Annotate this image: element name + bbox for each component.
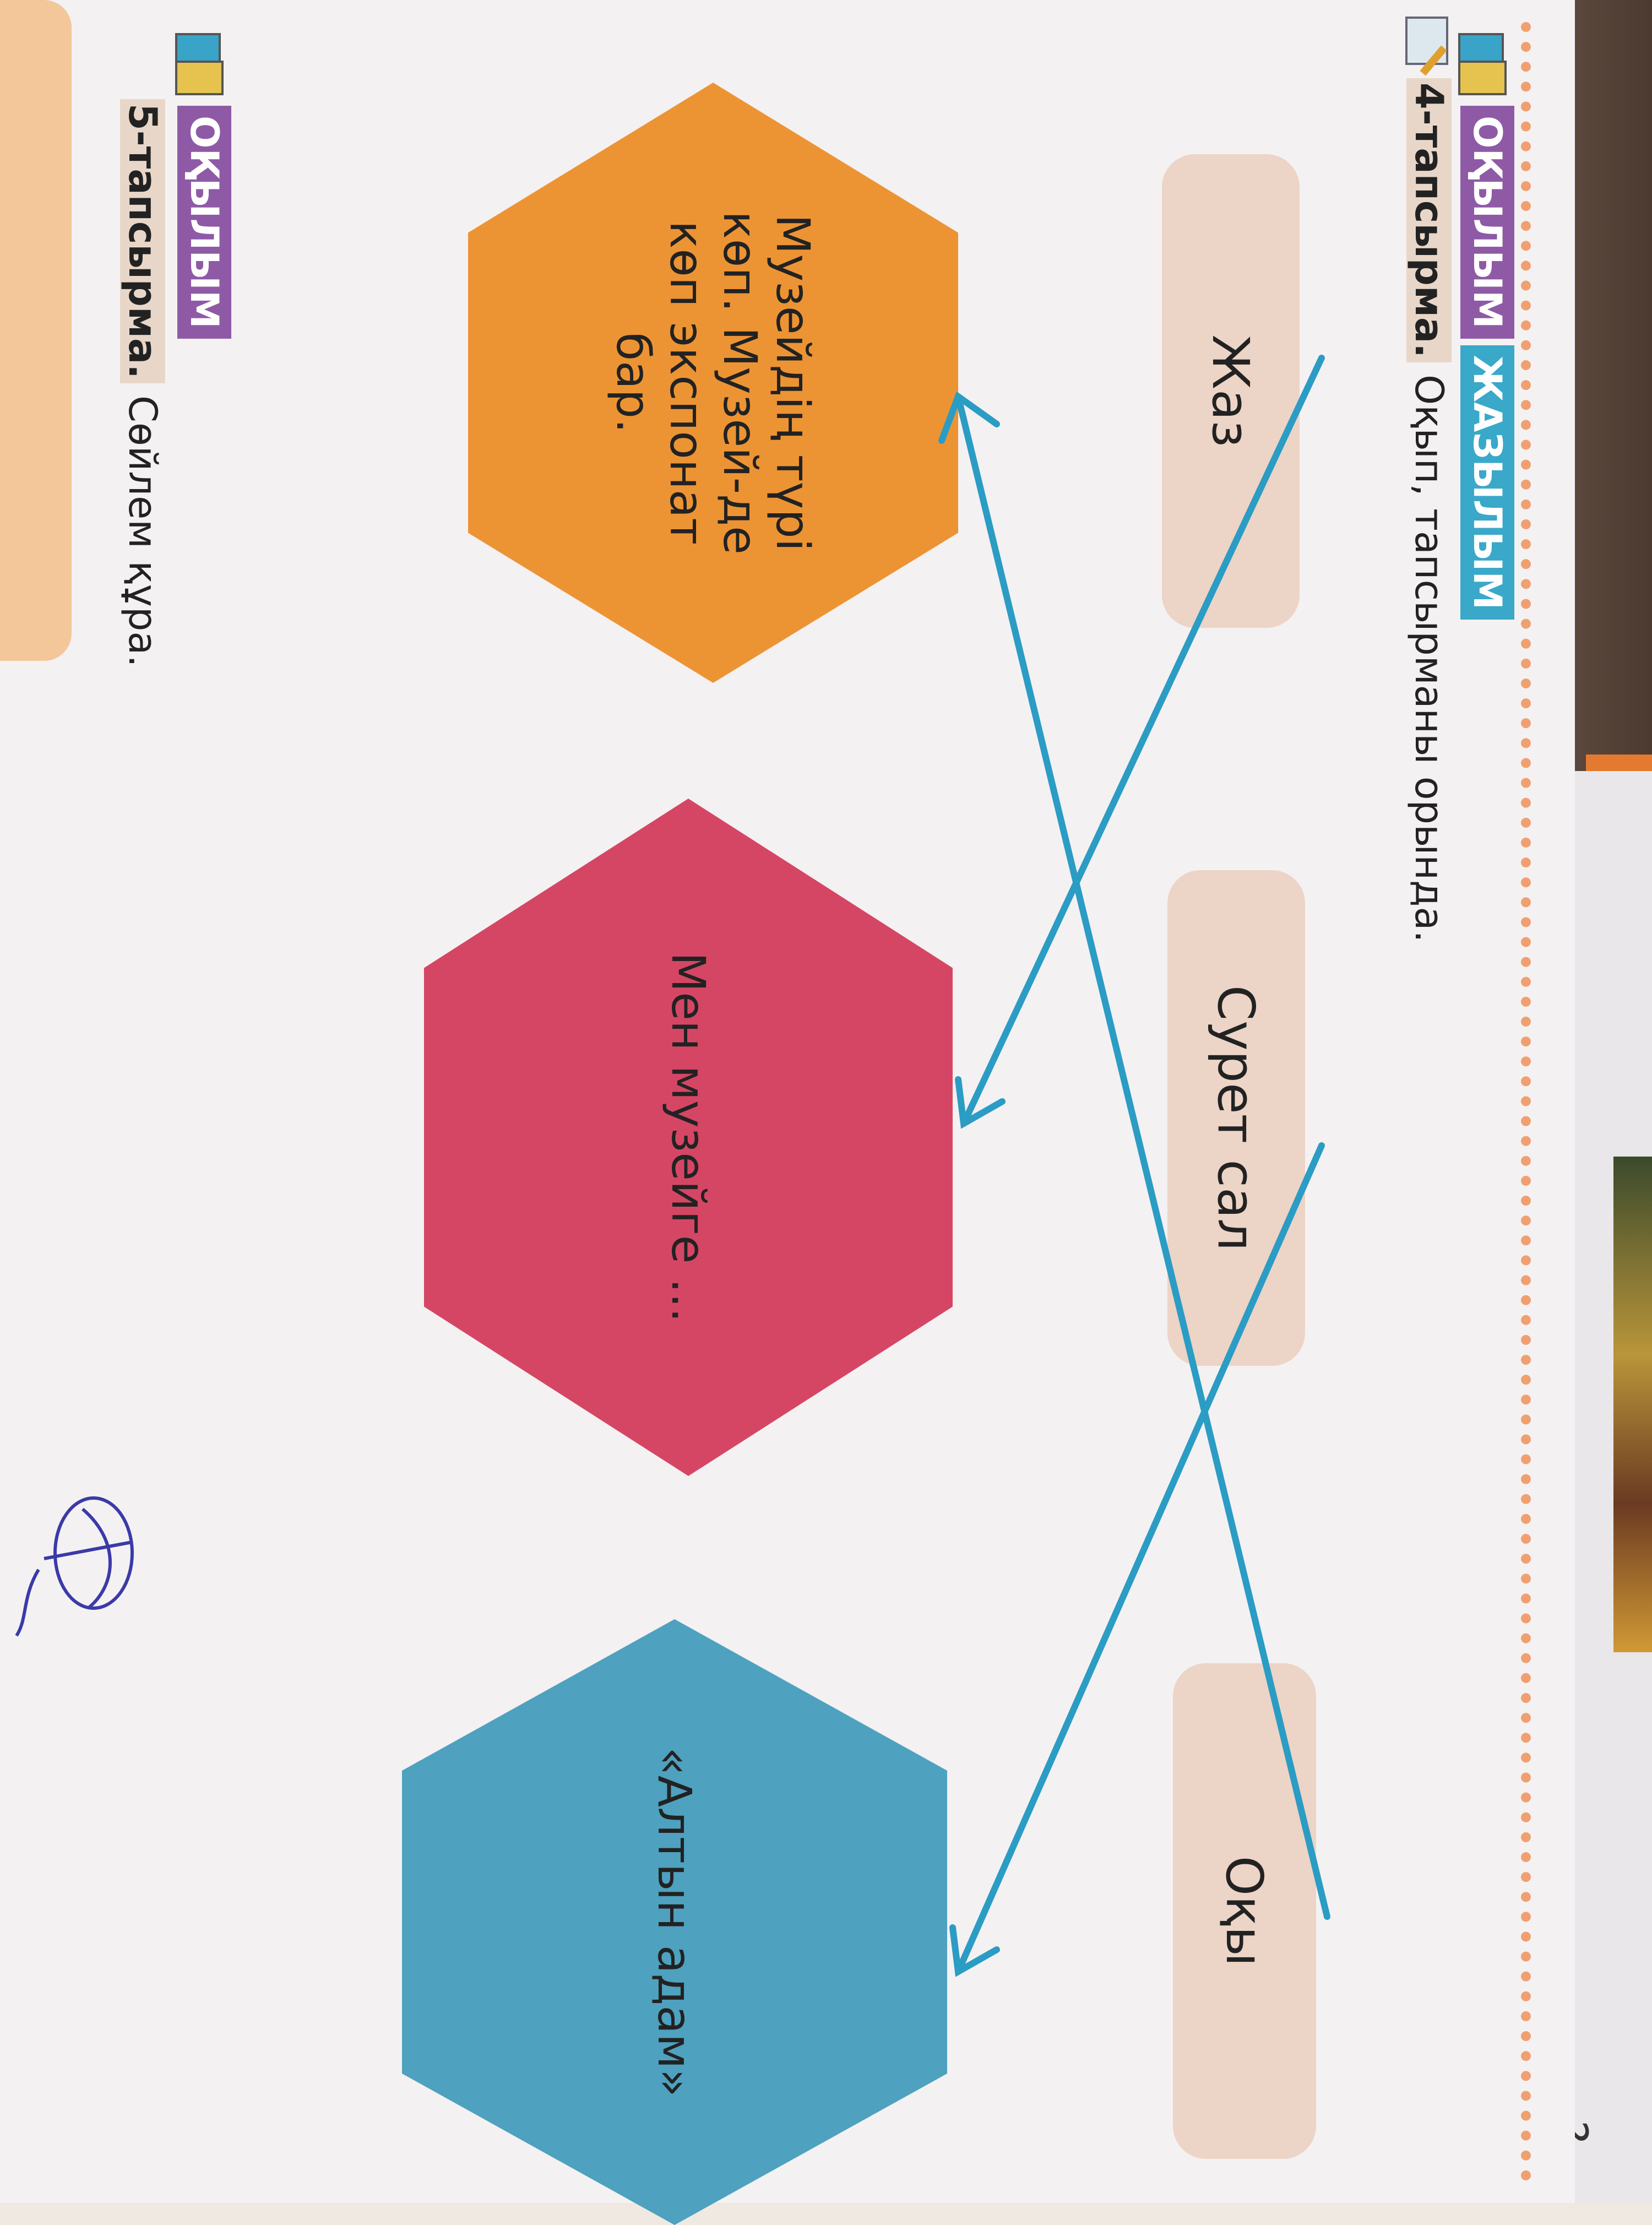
arrow-write-to-red [960, 355, 1325, 1127]
book-page: ОҚЫЛЫМ ЖАЗЫЛЫМ 4-тапсырма. Оқып, тапсырм… [0, 0, 1575, 2203]
arrow-head [949, 1924, 1000, 1977]
task5-text: Сөйлем құра. [120, 395, 165, 668]
task5-tag-row: ОҚЫЛЫМ [175, 33, 231, 339]
arrow-draw-to-blue [955, 1142, 1325, 1975]
task5-box [0, 0, 72, 661]
handwritten-signature [15, 1496, 134, 1637]
arrow-read-to-orange [955, 393, 1330, 1920]
illustration-edge [1613, 1157, 1652, 1652]
books-icon [175, 33, 229, 99]
arrow-head [938, 391, 1000, 444]
arrow-head [955, 1076, 1006, 1129]
task5-title: 5-тапсырма. Сөйлем құра. [120, 99, 165, 668]
task5-number: 5-тапсырма. [120, 99, 165, 383]
task5-reading-badge: ОҚЫЛЫМ [177, 106, 231, 339]
answer-arrows [938, 355, 1330, 1977]
